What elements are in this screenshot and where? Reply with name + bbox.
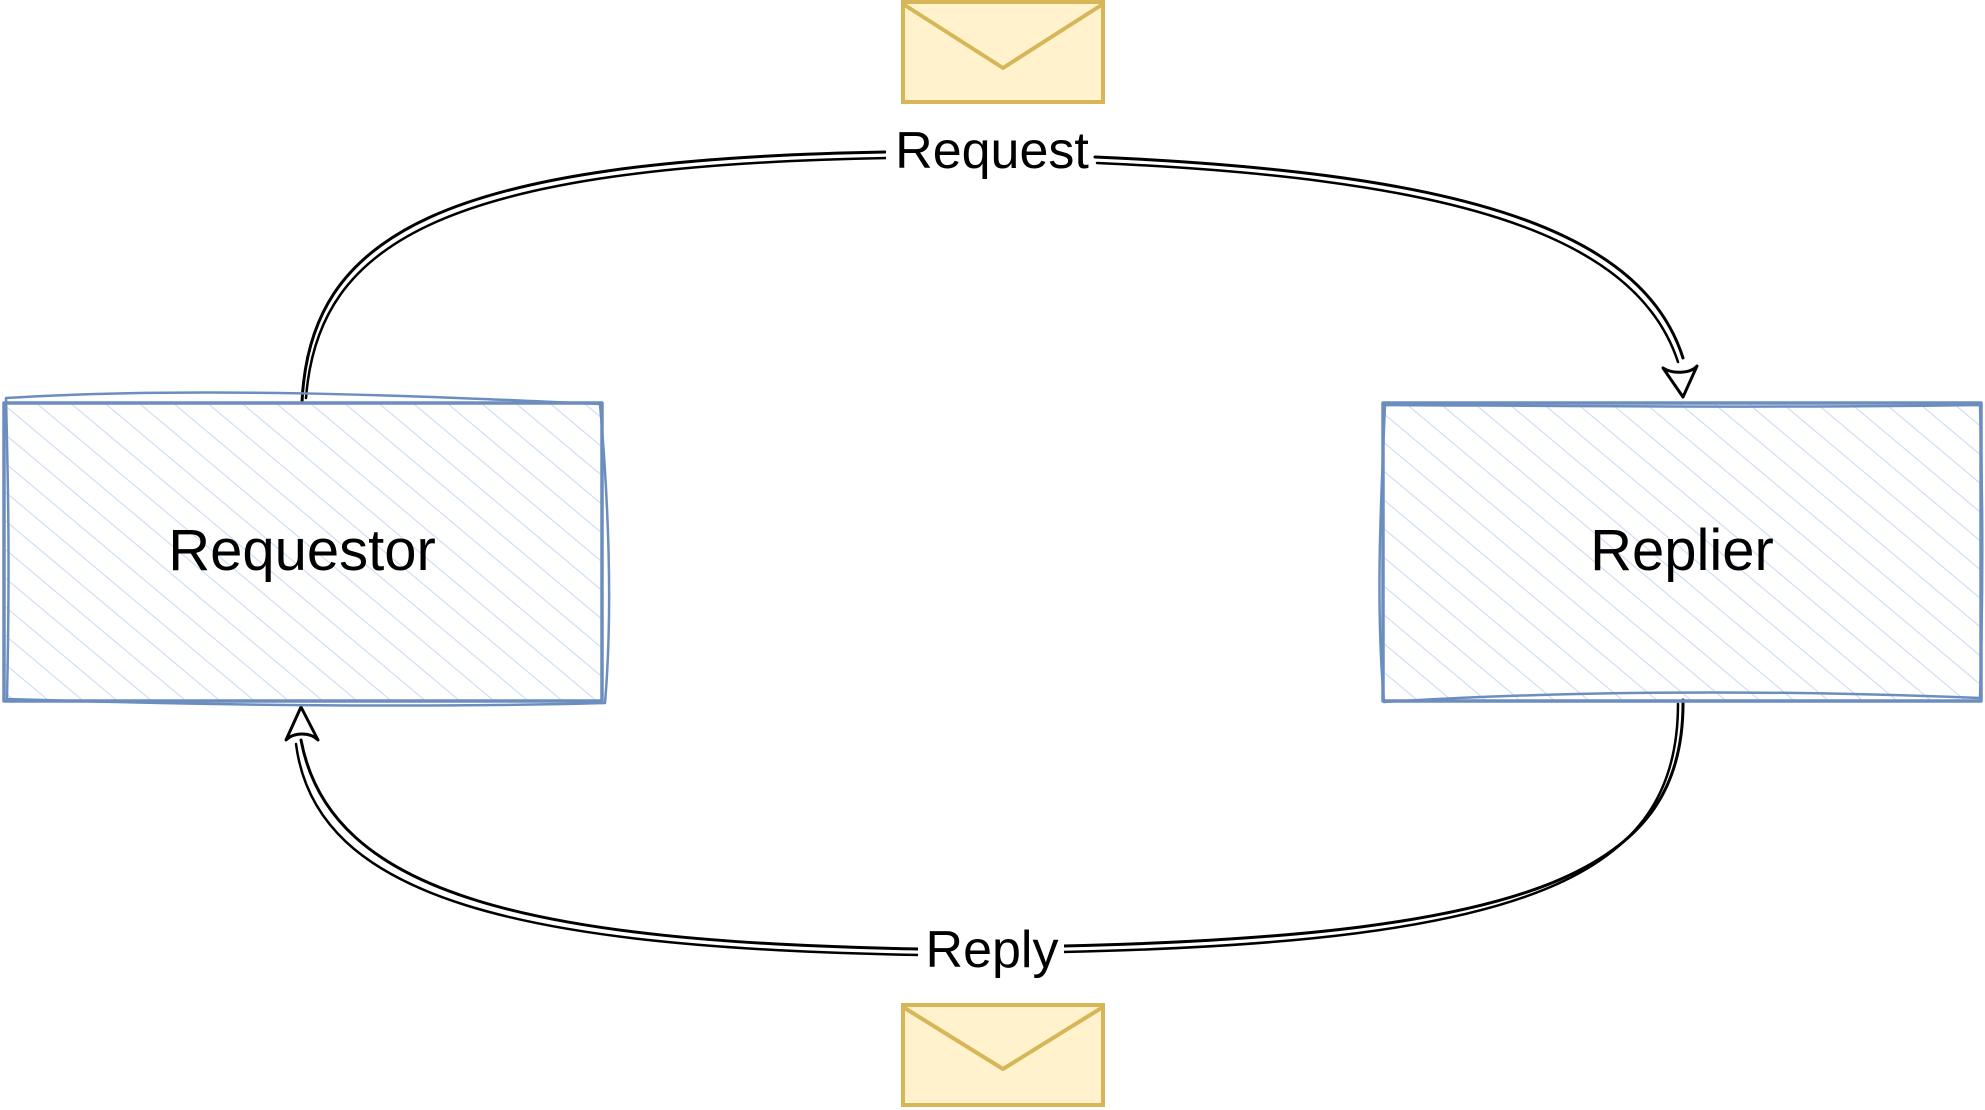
reply-label: Reply bbox=[926, 921, 1059, 979]
request-arrowhead-icon bbox=[1661, 364, 1699, 399]
request-arrow[interactable] bbox=[300, 150, 1699, 404]
reply-arrow[interactable] bbox=[284, 698, 1685, 957]
requestor-label: Requestor bbox=[168, 518, 436, 583]
requestor-node[interactable]: Requestor bbox=[2, 391, 611, 707]
reply-arrowhead-icon bbox=[284, 705, 320, 742]
request-label: Request bbox=[895, 122, 1089, 180]
request-envelope-icon bbox=[901, 0, 1105, 104]
replier-label: Replier bbox=[1590, 518, 1774, 583]
reply-envelope-icon bbox=[901, 1003, 1105, 1107]
replier-node[interactable]: Replier bbox=[1378, 401, 1984, 704]
